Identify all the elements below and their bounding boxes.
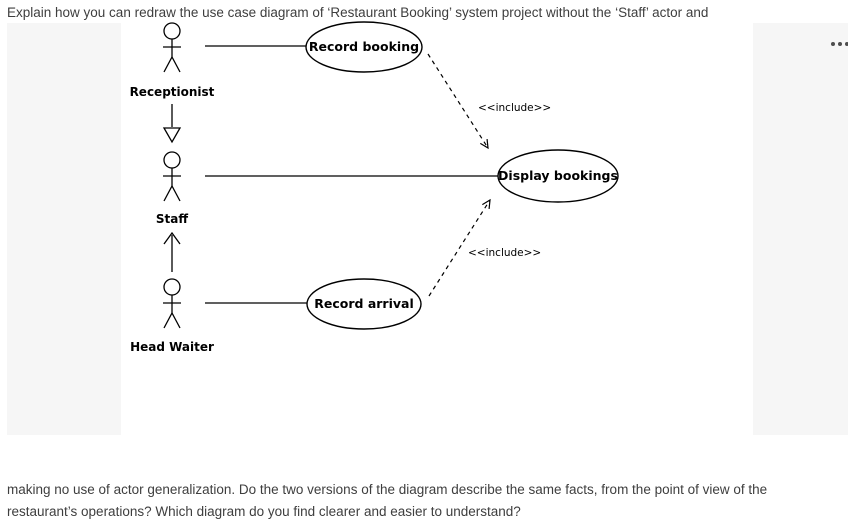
question-text-top: Explain how you can redraw the use case …	[7, 5, 709, 20]
question-bottom-line1: making no use of actor generalization. D…	[7, 482, 768, 497]
actor-label: Staff	[156, 212, 188, 226]
include-arrow-recordarrival-displaybookings: <<include>>	[428, 198, 541, 297]
use-case-label: Record booking	[309, 39, 419, 54]
use-case-label: Record arrival	[314, 296, 413, 311]
use-case-display-bookings: Display bookings	[497, 149, 619, 203]
actor-head-waiter: Head Waiter	[130, 278, 214, 354]
question-bottom-line2: restaurant’s operations? Which diagram d…	[7, 504, 521, 519]
use-case-record-arrival: Record arrival	[306, 278, 422, 330]
include-arrow-recordbooking-displaybookings: <<include>>	[427, 53, 551, 150]
question-text-bottom: making no use of actor generalization. D…	[7, 479, 767, 523]
include-stereotype-label: <<include>>	[478, 102, 551, 114]
use-case-diagram: Receptionist Staff Head Waiter Record bo…	[130, 21, 619, 354]
actor-head	[163, 278, 181, 296]
actor-staff: Staff	[156, 151, 188, 226]
use-case-label: Display bookings	[498, 168, 618, 183]
dot	[838, 42, 842, 46]
dot	[831, 42, 835, 46]
use-case-record-booking: Record booking	[305, 21, 423, 73]
actor-receptionist: Receptionist	[130, 22, 215, 99]
generalization-arrow-headwaiter-staff	[163, 231, 181, 272]
actor-label: Receptionist	[130, 85, 215, 99]
right-margin-panel	[753, 23, 848, 435]
dot	[845, 42, 848, 46]
more-options-icon[interactable]	[831, 42, 848, 46]
generalization-arrow-receptionist-staff	[162, 104, 182, 144]
actor-label: Head Waiter	[130, 340, 214, 354]
left-margin-panel	[7, 23, 121, 435]
actor-head	[163, 22, 181, 40]
actor-head	[163, 151, 181, 169]
include-stereotype-label: <<include>>	[468, 247, 541, 259]
